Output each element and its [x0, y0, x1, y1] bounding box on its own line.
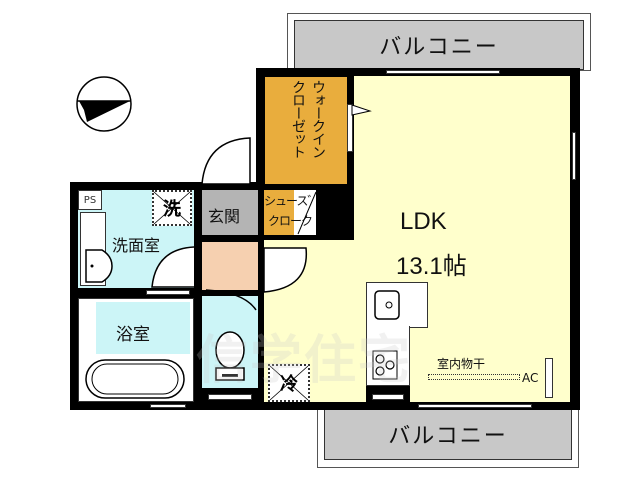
- entrance: [202, 190, 258, 235]
- toilet-icon: [215, 331, 245, 381]
- window-kitchen: [372, 394, 404, 400]
- window-washroom: [146, 290, 190, 295]
- ac-label: AC: [522, 371, 539, 385]
- ac-unit: [545, 358, 553, 398]
- closet-door-swing-icon: [351, 104, 372, 116]
- washer-space: 洗: [152, 190, 192, 226]
- washer-cross-icon: [153, 191, 191, 225]
- north-arrow-compass: [72, 72, 136, 136]
- indoor-drying-bar: [428, 374, 520, 380]
- walk-in-closet-label-1: ウォークイン: [310, 80, 326, 158]
- shoe-closet: [264, 190, 294, 235]
- balcony-top-label: バルコニー: [379, 35, 499, 60]
- washroom-label: 洗面室: [112, 236, 161, 255]
- bathroom-label: 浴室: [116, 325, 150, 345]
- toilet-door-swing-icon: [205, 289, 257, 311]
- bathroom: [96, 302, 190, 354]
- balcony-bottom-label: バルコニー: [388, 424, 508, 449]
- hall-door-swing-icon: [263, 247, 308, 293]
- kitchen-sink-icon: [374, 290, 400, 320]
- window-top-ldk: [386, 70, 500, 74]
- washroom-door-swing-icon: [151, 246, 195, 288]
- window-bathroom: [150, 404, 186, 408]
- shoe-closet-door-line-icon: [297, 191, 317, 235]
- window-toilet: [208, 394, 252, 400]
- walk-in-closet-label-2: クローゼット: [290, 80, 306, 158]
- entrance-door-swing-icon: [201, 137, 251, 185]
- shoe-closet-right: [294, 190, 316, 235]
- washer-label: 洗: [163, 199, 181, 220]
- window-bottom-ldk: [418, 404, 532, 408]
- ldk-size-label: 13.1帖: [396, 253, 467, 280]
- ps-label: PS: [83, 194, 97, 206]
- hallway: [202, 242, 258, 290]
- closet-door[interactable]: [347, 104, 353, 152]
- ps-box: PS: [78, 190, 102, 210]
- fridge-label: 冷: [280, 374, 298, 395]
- watermark: 信学住宅: [196, 331, 413, 391]
- fridge-cross-icon: [269, 365, 309, 401]
- window-right-ldk: [572, 132, 576, 180]
- balcony-bottom: バルコニー: [324, 408, 572, 460]
- bathtub-icon: [85, 359, 185, 399]
- shoe-closet-label-1: シュース゛: [264, 194, 319, 208]
- sink-icon: [85, 249, 113, 283]
- fridge-space: 冷: [268, 364, 310, 402]
- entrance-label: 玄関: [208, 207, 241, 226]
- stove-icon: [372, 350, 398, 380]
- ldk-label: LDK: [400, 208, 447, 235]
- compass-icon: [76, 76, 132, 132]
- walk-in-closet: [265, 77, 347, 184]
- balcony-top: バルコニー: [294, 20, 584, 70]
- indoor-drying-label: 室内物干: [437, 357, 486, 371]
